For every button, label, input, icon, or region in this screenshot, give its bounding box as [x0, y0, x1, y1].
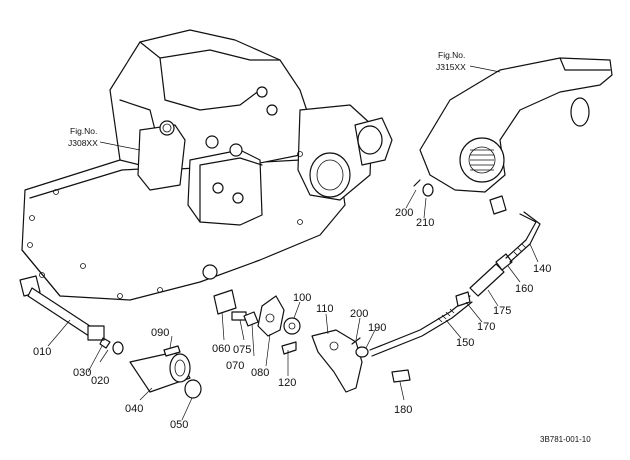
callout-210: 210 [416, 217, 434, 229]
figref-code-1: J308XX [68, 138, 98, 148]
part-160-nut [495, 253, 513, 271]
callout-175: 175 [493, 305, 511, 317]
callout-190: 190 [368, 322, 386, 334]
lift-arm-drawing [419, 57, 613, 193]
callout-040: 040 [125, 403, 143, 415]
leader-lines [47, 189, 539, 421]
callout-020: 020 [91, 375, 109, 387]
part-120-pin [281, 341, 297, 355]
part-200-pin-upper [413, 179, 421, 187]
callout-180: 180 [394, 404, 412, 416]
part-140-rod-end [489, 195, 541, 263]
callout-010: 010 [33, 346, 51, 358]
callout-110: 110 [316, 303, 334, 315]
callout-030: 030 [73, 367, 91, 379]
callout-050: 050 [170, 419, 188, 431]
figref-label-1: Fig.No. [70, 126, 97, 136]
callout-150: 150 [456, 337, 474, 349]
callout-080: 080 [251, 367, 269, 379]
callout-170: 170 [477, 321, 495, 333]
callout-100: 100 [293, 292, 311, 304]
callout-140: 140 [533, 263, 551, 275]
part-020-ring [112, 341, 124, 355]
figref-label-2: Fig.No. [438, 50, 465, 60]
part-175-turnbuckle [469, 263, 505, 297]
callout-200-upper: 200 [395, 207, 413, 219]
part-060-bracket [213, 289, 237, 315]
part-190-washer [355, 346, 369, 358]
figure-ref-j315: Fig.No. J315XX [436, 50, 501, 73]
part-100-washer [283, 317, 301, 335]
part-180-bolt [391, 369, 411, 383]
callout-120: 120 [278, 377, 296, 389]
figref-code-2: J315XX [436, 62, 466, 72]
part-080-plate [257, 295, 285, 337]
part-090-key [163, 345, 181, 357]
callout-060: 060 [212, 343, 230, 355]
callout-075: 075 [233, 344, 251, 356]
part-040-sleeve [129, 351, 191, 393]
part-050-oring [184, 379, 202, 399]
figure-ref-j308: Fig.No. J308XX [68, 126, 141, 151]
callout-070: 070 [226, 360, 244, 372]
part-110-lever [311, 329, 363, 393]
part-010-shaft [19, 275, 105, 341]
drawing-code: 3B781-001-10 [540, 435, 591, 444]
callout-160: 160 [515, 283, 533, 295]
housing-drawing [21, 29, 393, 301]
callout-090: 090 [151, 327, 169, 339]
part-070-washer [243, 311, 259, 327]
part-030-clip [99, 337, 111, 349]
part-210-washer [422, 183, 434, 197]
part-200-pin-lower [351, 337, 361, 345]
callout-200-lower: 200 [350, 308, 368, 320]
part-callouts: 010 020 030 040 050 060 070 075 080 090 … [33, 207, 551, 431]
